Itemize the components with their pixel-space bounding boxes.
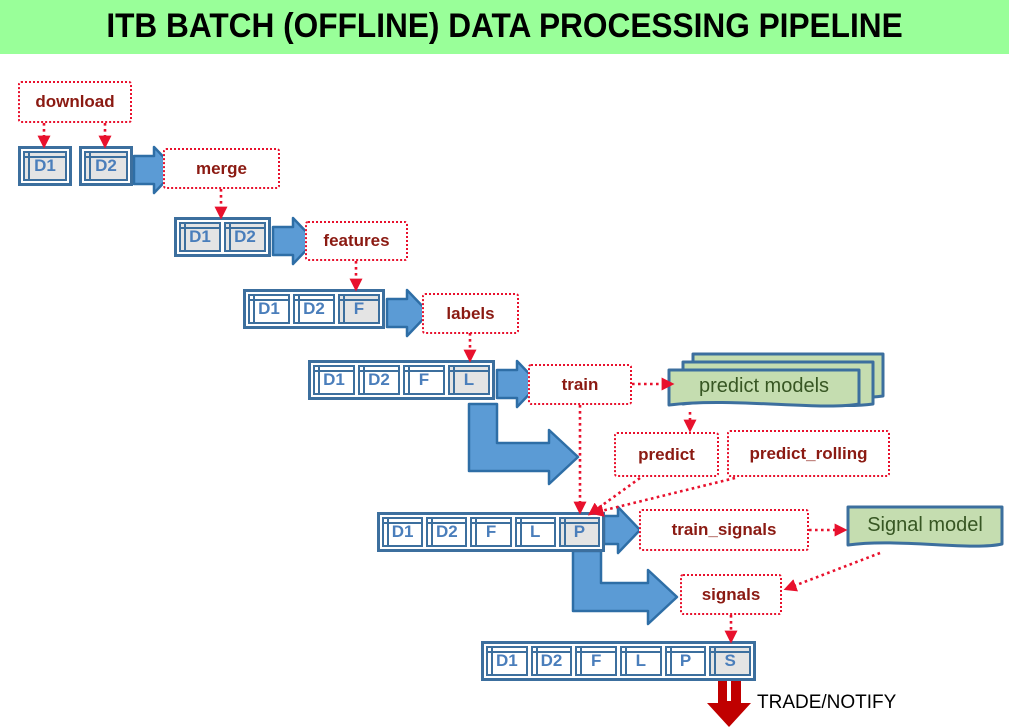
cell-label: D1 xyxy=(189,227,211,246)
cell-label: D2 xyxy=(368,370,390,389)
cell-label: L xyxy=(463,370,475,389)
process-label: train_signals xyxy=(671,520,777,539)
table-cell: F xyxy=(403,365,445,395)
connector-predict-prow xyxy=(587,476,641,516)
table-cell: P xyxy=(664,646,707,676)
process-box-train[interactable]: train xyxy=(528,364,632,405)
table-cell: D1 xyxy=(23,151,67,181)
connector-predictrolling-prow xyxy=(590,476,736,517)
cell-label: P xyxy=(573,522,586,541)
cell-label: F xyxy=(590,651,602,670)
table-cell: D1 xyxy=(179,222,221,252)
table-row-merged: D1 D2 xyxy=(174,217,271,257)
table-cell: L xyxy=(514,517,556,547)
table-cell: D1 xyxy=(248,294,290,324)
process-label: predict_rolling xyxy=(749,443,868,463)
cell-label: D1 xyxy=(495,651,518,670)
process-label: predict xyxy=(638,444,695,464)
table-row-predict: D1 D2 F L P xyxy=(377,512,605,552)
connector-signalmodel-signals xyxy=(783,551,881,592)
process-box-merge[interactable]: merge xyxy=(163,148,280,189)
cell-label: F xyxy=(353,299,365,318)
document-stack-icon xyxy=(667,352,885,408)
cell-label: L xyxy=(530,522,541,541)
document-icon xyxy=(846,505,1004,548)
process-label: labels xyxy=(446,303,495,323)
table-cell: F xyxy=(338,294,380,324)
table-cell: F xyxy=(470,517,512,547)
table-cell: D1 xyxy=(486,646,528,676)
title-banner: ITB BATCH (OFFLINE) DATA PROCESSING PIPE… xyxy=(0,0,1009,54)
process-box-download[interactable]: download xyxy=(18,81,132,123)
trade-notify-label: TRADE/NOTIFY xyxy=(757,692,897,713)
cell-label: D1 xyxy=(323,370,345,389)
cell-label: F xyxy=(418,370,430,389)
process-label: signals xyxy=(701,584,761,604)
process-label: features xyxy=(323,231,390,250)
table-row-features: D1 D2 F xyxy=(243,289,385,329)
block-arrow-elbow-labels-to-predictrow xyxy=(467,402,580,486)
process-box-predict-rolling[interactable]: predict_rolling xyxy=(727,430,890,477)
block-arrow-elbow-predictrow-to-signals xyxy=(571,549,679,626)
cell-label: P xyxy=(679,651,692,670)
cell-label: D2 xyxy=(234,227,256,246)
table-cell: S xyxy=(709,646,752,676)
table-cell: D2 xyxy=(358,365,400,395)
cell-label: D1 xyxy=(258,299,280,318)
cell-label: D2 xyxy=(540,651,563,670)
block-arrow-to-features xyxy=(271,216,317,266)
table-cell: F xyxy=(575,646,618,676)
table-cell: D1 xyxy=(382,517,424,547)
process-box-train-signals[interactable]: train_signals xyxy=(639,509,809,551)
block-arrow-to-train-signals xyxy=(602,505,642,555)
process-label: merge xyxy=(195,158,248,178)
process-box-predict[interactable]: predict xyxy=(614,432,719,477)
cell-label: S xyxy=(724,651,736,670)
process-label: download xyxy=(35,92,115,111)
cell-label: D1 xyxy=(34,156,56,175)
table-row-labels: D1 D2 F L xyxy=(308,360,495,400)
cell-label: F xyxy=(485,522,497,541)
cell-label: D2 xyxy=(95,156,117,175)
cell-label: D1 xyxy=(391,522,414,541)
cell-label: L xyxy=(635,651,647,670)
table-cell: D1 xyxy=(313,365,355,395)
page-title: ITB BATCH (OFFLINE) DATA PROCESSING PIPE… xyxy=(106,7,903,45)
cell-label: D2 xyxy=(435,522,458,541)
cell-label: D2 xyxy=(303,299,325,318)
table-row-d1: D1 xyxy=(18,146,72,186)
table-cell: D2 xyxy=(530,646,573,676)
table-cell: D2 xyxy=(426,517,468,547)
table-row-signals: D1 D2 F L P S xyxy=(481,641,756,681)
process-box-features[interactable]: features xyxy=(305,221,408,261)
block-arrow-to-labels xyxy=(385,288,431,338)
table-cell: D2 xyxy=(224,222,266,252)
table-cell: D2 xyxy=(293,294,335,324)
table-cell: P xyxy=(558,517,601,547)
table-cell: D2 xyxy=(84,151,128,181)
table-cell: L xyxy=(448,365,490,395)
down-block-arrow-icon xyxy=(707,680,751,727)
process-label: train xyxy=(561,374,599,394)
table-cell: L xyxy=(620,646,662,676)
process-box-signals[interactable]: signals xyxy=(680,574,782,615)
